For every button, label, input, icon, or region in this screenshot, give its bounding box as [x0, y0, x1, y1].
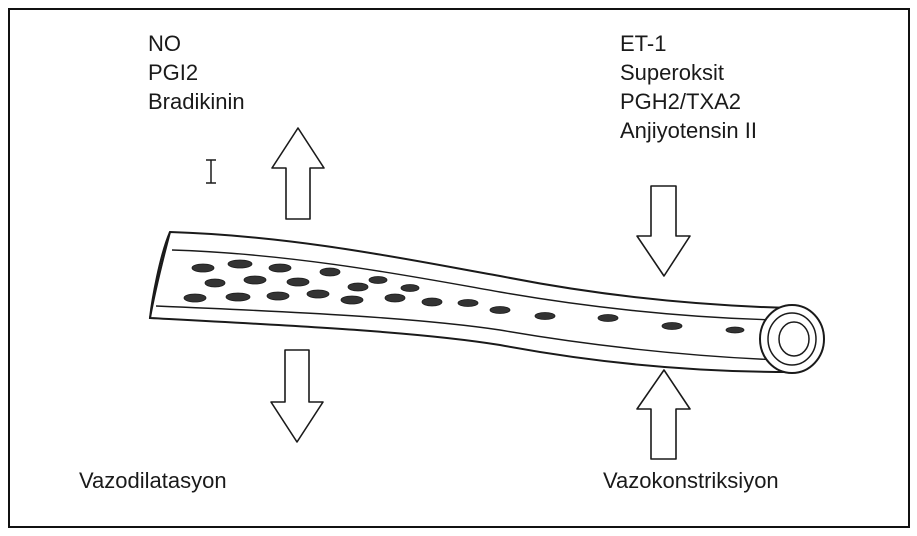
cell-nucleus — [598, 315, 618, 322]
dilator-factor: NO — [148, 29, 245, 58]
cell-nucleus — [385, 294, 405, 302]
arrow-up-left-icon — [272, 128, 324, 219]
cell-nucleus — [422, 298, 442, 306]
cell-nucleus — [267, 292, 289, 300]
cell-nucleus — [269, 264, 291, 272]
cell-nucleus — [401, 285, 419, 292]
cell-nucleus — [726, 327, 744, 333]
dilator-factor: Bradikinin — [148, 87, 245, 116]
vasoconstriction-caption: Vazokonstriksiyon — [603, 468, 779, 494]
dilator-factor: PGI2 — [148, 58, 245, 87]
constrictor-factor: Superoksit — [620, 58, 757, 87]
cell-nucleus — [490, 307, 510, 314]
constrictor-factor: Anjiyotensin II — [620, 116, 757, 145]
cell-nucleus — [348, 283, 368, 291]
vasodilation-caption: Vazodilatasyon — [79, 468, 227, 494]
cell-nucleus — [341, 296, 363, 304]
cell-nucleus — [369, 277, 387, 284]
cell-nucleus — [662, 323, 682, 330]
cell-nucleus — [535, 313, 555, 320]
constrictor-factor: PGH2/TXA2 — [620, 87, 757, 116]
cell-nucleus — [205, 279, 225, 287]
arrow-down-right-icon — [637, 186, 690, 276]
cell-nucleus — [228, 260, 252, 268]
blood-vessel — [150, 232, 824, 373]
cell-nucleus — [226, 293, 250, 301]
vessel-lumen-inner — [779, 322, 809, 356]
cell-nucleus — [192, 264, 214, 272]
cell-nucleus — [287, 278, 309, 286]
dilator-factor-list: NO PGI2 Bradikinin — [148, 29, 245, 116]
arrow-down-left-icon — [271, 350, 323, 442]
cell-nucleus — [458, 300, 478, 307]
text-cursor-icon — [206, 160, 216, 183]
constrictor-factor-list: ET-1 Superoksit PGH2/TXA2 Anjiyotensin I… — [620, 29, 757, 145]
constrictor-factor: ET-1 — [620, 29, 757, 58]
cell-nucleus — [244, 276, 266, 284]
cell-nucleus — [184, 294, 206, 302]
cell-nucleus — [307, 290, 329, 298]
cell-nucleus — [320, 268, 340, 276]
arrow-up-right-icon — [637, 370, 690, 459]
